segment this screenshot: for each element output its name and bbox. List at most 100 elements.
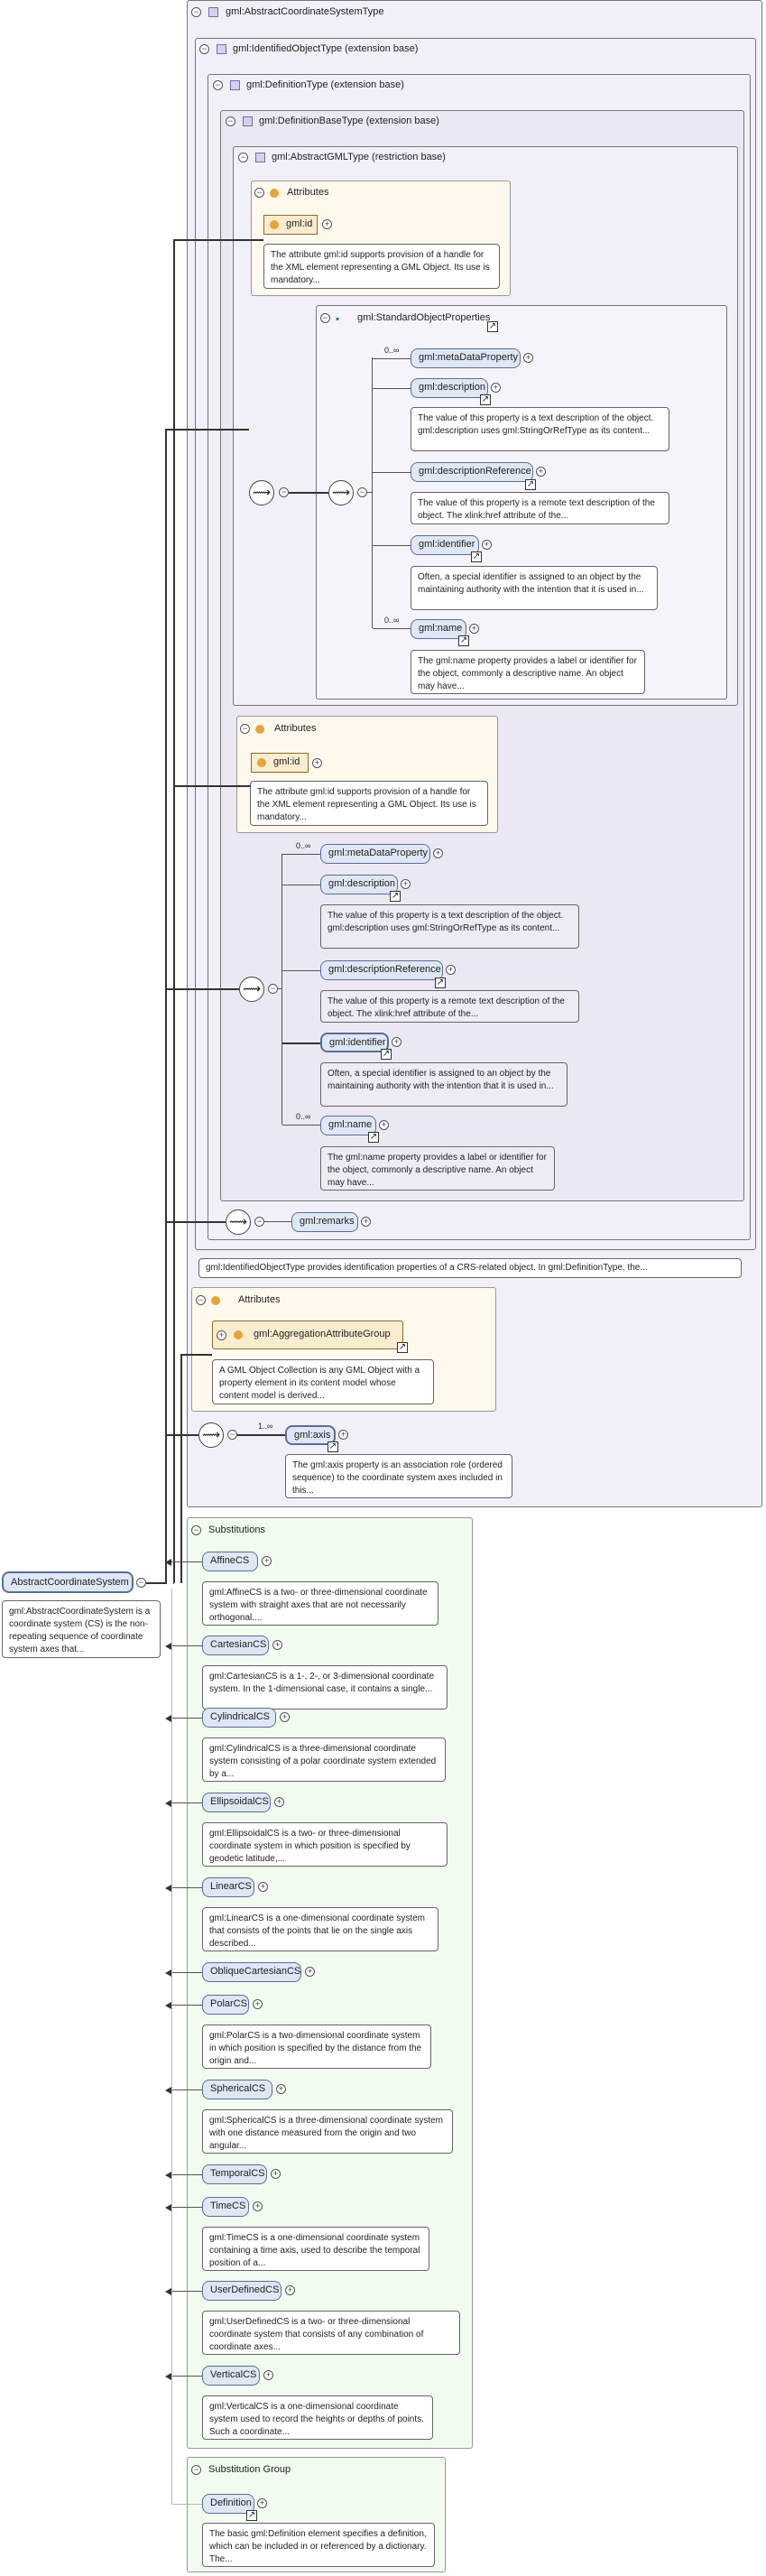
expand-toggle[interactable]: +	[469, 624, 479, 634]
element-label: gml:name	[328, 1119, 373, 1130]
element-label: gml:description	[328, 878, 395, 889]
collapse-toggle[interactable]: −	[199, 44, 209, 54]
description-element[interactable]: gml:description	[320, 875, 398, 894]
expand-toggle[interactable]: +	[338, 1430, 348, 1440]
element-label: gml:axis	[294, 1430, 331, 1441]
expand-toggle[interactable]: +	[305, 1967, 315, 1977]
substitution-element-polarcs[interactable]: PolarCS	[202, 1995, 249, 2015]
aggregation-desc: A GML Object Collection is any GML Objec…	[212, 1359, 434, 1404]
collapse-toggle[interactable]: −	[191, 1525, 201, 1535]
std-descriptionreference-element[interactable]: gml:descriptionReference	[411, 462, 533, 482]
expand-toggle[interactable]: +	[274, 1797, 284, 1807]
connector	[171, 1887, 202, 1888]
collapse-toggle[interactable]: −	[357, 487, 367, 497]
expand-toggle[interactable]: +	[253, 2201, 263, 2211]
expand-toggle[interactable]: +	[258, 1882, 268, 1892]
substitution-element-linearcs[interactable]: LinearCS	[202, 1877, 254, 1897]
expand-toggle[interactable]: +	[253, 1999, 263, 2009]
connector	[171, 2291, 202, 2292]
link-icon[interactable]: ↗	[471, 551, 482, 562]
metadataproperty-element[interactable]: gml:metaDataProperty	[320, 844, 430, 864]
remarks-element[interactable]: gml:remarks	[291, 1212, 358, 1232]
element-label: gml:metaDataProperty	[419, 352, 519, 363]
collapse-toggle[interactable]: +	[217, 1330, 226, 1340]
expand-toggle[interactable]: +	[536, 467, 546, 477]
collapse-toggle[interactable]: −	[227, 1430, 237, 1440]
identifier-element[interactable]: gml:identifier	[320, 1033, 389, 1052]
collapse-toggle[interactable]: −	[254, 188, 264, 198]
link-icon[interactable]: ↗	[368, 1132, 379, 1143]
element-label: TimeCS	[210, 2201, 246, 2211]
link-icon[interactable]: ↗	[397, 1342, 408, 1353]
gml-id-attribute[interactable]: gml:id	[251, 753, 309, 773]
link-icon[interactable]: ↗	[390, 891, 401, 902]
expand-toggle[interactable]: +	[401, 879, 411, 889]
name-element[interactable]: gml:name	[320, 1116, 376, 1135]
collapse-toggle[interactable]: −	[254, 1217, 264, 1227]
std-name-element[interactable]: gml:name	[411, 619, 466, 639]
collapse-toggle[interactable]: −	[191, 2465, 201, 2475]
connector	[282, 854, 320, 855]
expand-toggle[interactable]: +	[276, 2084, 286, 2094]
attribute-group[interactable]	[212, 1320, 403, 1349]
collapse-toggle[interactable]: −	[240, 724, 250, 734]
substitution-element-cartesiancs[interactable]: CartesianCS	[202, 1635, 269, 1655]
expand-toggle[interactable]: +	[491, 383, 501, 393]
gml-id-attribute[interactable]: gml:id	[263, 215, 318, 235]
element-label: VerticalCS	[210, 2369, 257, 2380]
substitution-element-temporalcs[interactable]: TemporalCS	[202, 2164, 267, 2184]
link-icon[interactable]: ↗	[435, 978, 446, 988]
substitution-element-affinecs[interactable]: AffineCS	[202, 1552, 258, 1571]
expand-toggle[interactable]: +	[361, 1217, 371, 1227]
substitution-element-timecs[interactable]: TimeCS	[202, 2197, 249, 2217]
expand-toggle[interactable]: +	[262, 1556, 272, 1566]
expand-toggle[interactable]: +	[392, 1037, 401, 1047]
expand-toggle[interactable]: +	[482, 540, 492, 550]
descriptionreference-element[interactable]: gml:descriptionReference	[320, 960, 443, 980]
expand-toggle[interactable]: +	[322, 219, 332, 229]
description-desc: The value of this property is a text des…	[320, 904, 579, 949]
substitution-element-ellipsoidalcs[interactable]: EllipsoidalCS	[202, 1793, 271, 1812]
collapse-toggle[interactable]: −	[213, 80, 223, 90]
collapse-toggle[interactable]: −	[196, 1295, 206, 1305]
expand-toggle[interactable]: +	[272, 1640, 282, 1650]
link-icon[interactable]: ↗	[246, 2510, 257, 2521]
collapse-toggle[interactable]: −	[136, 1578, 146, 1588]
collapse-toggle[interactable]: −	[191, 7, 201, 17]
expand-toggle[interactable]: +	[379, 1120, 389, 1130]
link-icon[interactable]: ↗	[487, 321, 498, 332]
link-icon[interactable]: ↗	[525, 479, 536, 490]
std-metadataproperty-element[interactable]: gml:metaDataProperty	[411, 348, 521, 368]
expand-toggle[interactable]: +	[523, 353, 533, 363]
collapse-toggle[interactable]: −	[226, 116, 235, 126]
connector	[264, 1221, 291, 1222]
collapse-toggle[interactable]: −	[320, 313, 330, 323]
substitution-element-userdefinedcs[interactable]: UserDefinedCS	[202, 2281, 281, 2301]
expand-toggle[interactable]: +	[280, 1712, 290, 1722]
substitution-element-cylindricalcs[interactable]: CylindricalCS	[202, 1708, 276, 1728]
std-identifier-element[interactable]: gml:identifier	[411, 535, 479, 555]
collapse-toggle[interactable]: −	[238, 153, 248, 162]
expand-toggle[interactable]: +	[312, 758, 322, 768]
expand-toggle[interactable]: +	[263, 2370, 273, 2380]
expand-toggle[interactable]: +	[433, 848, 443, 858]
expand-toggle[interactable]: +	[257, 2498, 267, 2508]
std-description-element[interactable]: gml:description	[411, 378, 488, 398]
link-icon[interactable]: ↗	[480, 394, 491, 405]
substitution-element-sphericalcs[interactable]: SphericalCS	[202, 2080, 272, 2099]
link-icon[interactable]: ↗	[381, 1049, 392, 1060]
link-icon[interactable]: ↗	[458, 635, 469, 646]
expand-toggle[interactable]: +	[285, 2285, 295, 2295]
substitution-element-verticalcs[interactable]: VerticalCS	[202, 2366, 260, 2386]
collapse-toggle[interactable]: −	[279, 487, 289, 497]
definition-element[interactable]: Definition	[202, 2494, 254, 2514]
axis-element[interactable]: gml:axis	[285, 1425, 336, 1445]
collapse-toggle[interactable]: −	[268, 984, 278, 994]
substitution-desc: gml:CartesianCS is a 1-, 2-, or 3-dimens…	[202, 1665, 448, 1710]
expand-toggle[interactable]: +	[271, 2169, 281, 2179]
link-icon[interactable]: ↗	[328, 1441, 338, 1452]
root-element[interactable]: AbstractCoordinateSystem	[2, 1571, 134, 1593]
substitution-element-obliquecartesiancs[interactable]: ObliqueCartesianCS	[202, 1962, 301, 1982]
expand-toggle[interactable]: +	[446, 965, 456, 975]
connector	[165, 1221, 226, 1223]
